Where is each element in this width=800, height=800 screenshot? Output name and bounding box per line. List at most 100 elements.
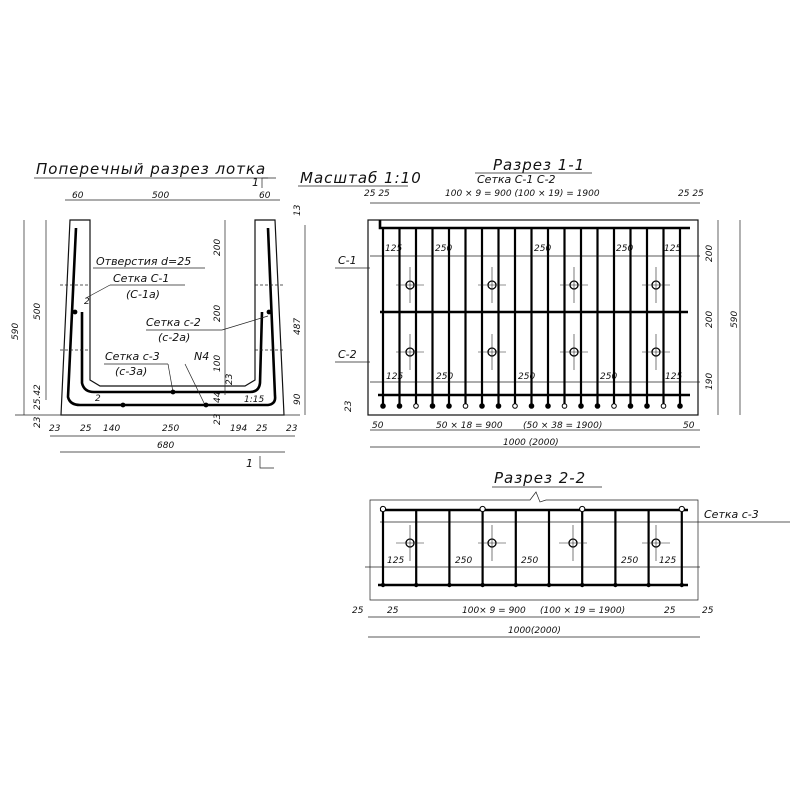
dim-bottom-194: 194 — [230, 424, 247, 434]
rebar-end — [413, 403, 419, 409]
label-holes: Отверстия d=25 — [96, 255, 191, 268]
outer-rebar — [66, 227, 277, 407]
rebar-top-end — [579, 505, 586, 513]
label-mesh-c1a: (С-1а) — [126, 288, 160, 301]
longitudinal-rebar — [203, 402, 209, 408]
rebar-end — [578, 403, 584, 409]
rebar-end — [495, 403, 502, 409]
rebar-end — [479, 403, 485, 409]
longitudinal-rebar — [72, 309, 78, 315]
dim-lower-125-right: 125 — [665, 372, 682, 382]
dim-500: 500 — [33, 303, 43, 320]
label-n4: N4 — [194, 350, 209, 363]
section-mark-top: 1 — [252, 176, 259, 189]
dim-680: 680 — [157, 441, 174, 451]
leader-c3-pointer — [167, 363, 174, 393]
dim-bottom-23-mid: 23 — [213, 413, 223, 425]
section-arrow-top — [261, 177, 276, 188]
section-arrow-bottom — [259, 456, 274, 469]
dim-bottom-mid-alt: (50 × 38 = 1900) — [523, 421, 602, 431]
rebar-top-end — [678, 505, 685, 513]
rebar-end — [462, 403, 469, 409]
rebar-end — [396, 403, 403, 409]
dim-right-200-2: 200 — [705, 311, 715, 328]
dim-right-200-1: 200 — [705, 245, 715, 262]
dim-bottom-140: 140 — [103, 424, 120, 434]
rebar-top-end — [479, 505, 486, 513]
dim-bottom-25-right: 25 — [256, 424, 268, 434]
dim-top-right: 60 — [259, 191, 271, 201]
label-c1: С-1 — [338, 254, 357, 267]
dim-upper-125-right: 125 — [664, 244, 681, 254]
dim-lower-250-1: 250 — [436, 372, 453, 382]
dim-590: 590 — [11, 323, 21, 340]
dim-mid: 100× 9 = 900 — [462, 606, 526, 616]
dim-23-side: 23 — [33, 416, 43, 428]
dim-25-right-inner: 25 — [664, 606, 676, 616]
panel-outline — [367, 219, 699, 416]
label-mesh-c3: Сетка с-3 — [105, 350, 160, 363]
rebar-end — [627, 403, 634, 409]
dim-bottom-50-left: 50 — [372, 421, 384, 431]
dim-right-190: 190 — [705, 373, 715, 390]
rebar-end — [446, 403, 452, 409]
dim-total: 1000 (2000) — [503, 438, 559, 448]
dim-25-left-outer: 25 — [352, 606, 364, 616]
rebar-node — [580, 582, 585, 588]
leader-c2-pointer — [221, 315, 269, 331]
dim-90: 90 — [293, 393, 303, 405]
dim-top-left: 60 — [72, 191, 84, 201]
dim-bottom-mid: 50 × 18 = 900 — [436, 421, 503, 431]
dim-44: 44 — [213, 391, 223, 403]
dim-250-2: 250 — [521, 556, 538, 566]
rebar-end — [561, 403, 568, 409]
dim-bottom-23-right: 23 — [286, 424, 298, 434]
rebar-end — [512, 403, 518, 409]
rebar-end — [545, 403, 551, 409]
label-bar-2-upper: 2 — [84, 297, 90, 307]
slab-outline — [369, 491, 699, 601]
rebar-node — [679, 582, 684, 588]
rebar-end — [528, 403, 535, 409]
dim-23-inner: 23 — [225, 373, 235, 385]
dim-top-mid: 500 — [152, 191, 169, 201]
scale-label: Масштаб 1:10 — [300, 169, 422, 187]
dim-upper-250-1: 250 — [435, 244, 452, 254]
rebar-top-end — [379, 505, 387, 513]
dim-total: 1000(2000) — [508, 626, 561, 636]
dim-tl: 25 25 — [364, 189, 390, 199]
rebar-node — [513, 582, 518, 588]
dim-13: 13 — [293, 204, 303, 216]
dim-200-upper: 200 — [213, 239, 223, 256]
section-1-1-title: Разрез 1-1 — [493, 156, 585, 174]
rebar-end — [429, 403, 436, 409]
dim-25-right-outer: 25 — [702, 606, 714, 616]
longitudinal-rebar — [266, 309, 272, 315]
label-bar-2-lower: 2 — [95, 394, 101, 404]
label-mesh-c1: Сетка С-1 — [113, 272, 169, 285]
longitudinal-rebar — [120, 402, 126, 408]
dim-125-left: 125 — [387, 556, 404, 566]
dim-250-1: 250 — [455, 556, 472, 566]
dim-bottom-250: 250 — [162, 424, 179, 434]
rebar-node — [546, 582, 552, 588]
top-bar — [378, 220, 690, 230]
rebar-node — [380, 582, 386, 588]
dim-upper-125-left: 125 — [385, 244, 402, 254]
cross-section: Поперечный разрез лотка 1 1 Отверстия d=… — [11, 160, 306, 470]
dim-487: 487 — [293, 318, 303, 335]
dim-lower-125-left: 125 — [386, 372, 403, 382]
dim-25-42: 25.42 — [33, 384, 43, 410]
dim-top: 100 × 9 = 900 (100 × 19) = 1900 — [445, 189, 600, 199]
section-2-2: Разрез 2-2 Сетка с-3 125 250 250 250 125… — [352, 469, 790, 638]
label-slope: 1:15 — [244, 395, 264, 405]
dim-upper-250-3: 250 — [616, 244, 633, 254]
dim-left-23: 23 — [344, 400, 354, 412]
dim-tr: 25 25 — [678, 189, 704, 199]
label-mesh-c2: Сетка с-2 — [146, 316, 201, 329]
dim-bottom-50-right: 50 — [683, 421, 695, 431]
dim-100: 100 — [213, 355, 223, 372]
label-mesh-c2a: (с-2а) — [158, 331, 190, 344]
